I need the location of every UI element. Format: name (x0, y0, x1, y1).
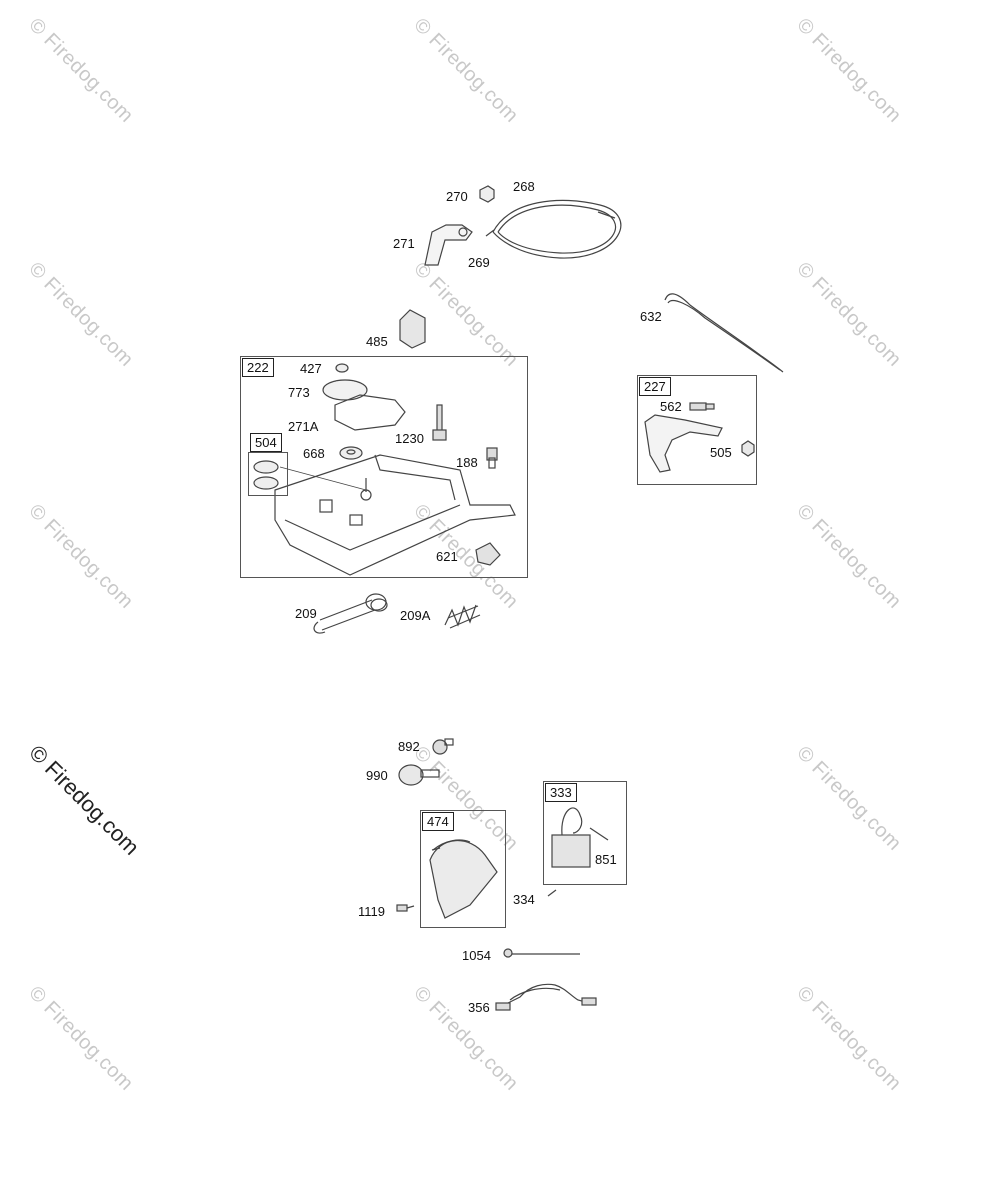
callout-1230: 1230 (395, 431, 424, 446)
nut-427-drawing (335, 363, 349, 373)
kit-227-frame (637, 375, 757, 485)
callout-209: 209 (295, 606, 317, 621)
callout-632: 632 (640, 309, 662, 324)
base-plate-drawing (274, 454, 516, 576)
screw-1119-drawing (396, 904, 408, 912)
callout-269: 269 (468, 255, 490, 270)
washer-668-drawing (339, 446, 363, 460)
callout-271A: 271A (288, 419, 319, 434)
kit-222-frame (240, 356, 528, 578)
module-333-drawing (551, 834, 591, 868)
callout-892: 892 (398, 739, 420, 754)
callout-188: 188 (456, 455, 478, 470)
callout-773: 773 (288, 385, 310, 400)
kit-tag-227: 227 (639, 377, 671, 396)
kit-333-frame (543, 781, 627, 885)
switch-892-drawing (432, 739, 448, 755)
spring-209-drawing (313, 599, 376, 634)
callout-485: 485 (366, 334, 388, 349)
kit-tag-474: 474 (422, 812, 454, 831)
bracket-227-drawing (644, 414, 723, 473)
screw-334-drawing (547, 889, 557, 897)
clip-621-drawing (475, 542, 501, 566)
tie-1054-drawing (503, 948, 513, 958)
callout-334: 334 (513, 892, 535, 907)
callout-621: 621 (436, 549, 458, 564)
callout-271: 271 (393, 236, 415, 251)
washer-504-drawing (253, 460, 279, 474)
callout-990: 990 (366, 768, 388, 783)
callout-356: 356 (468, 1000, 490, 1015)
cable-268-drawing (492, 199, 622, 259)
block-485-drawing (399, 309, 426, 349)
callout-268: 268 (513, 179, 535, 194)
callout-851: 851 (595, 852, 617, 867)
key-990-drawing (398, 764, 424, 786)
pin-269-drawing (485, 229, 495, 237)
callout-427: 427 (300, 361, 322, 376)
callout-209A: 209A (400, 608, 431, 623)
lever-271-drawing (424, 224, 473, 266)
callout-668: 668 (303, 446, 325, 461)
nut-270-drawing (479, 185, 495, 203)
callout-270: 270 (446, 189, 468, 204)
kit-tag-504: 504 (250, 433, 282, 452)
nut-505-drawing (741, 440, 755, 457)
spring-209A-drawing (444, 604, 477, 627)
callout-505: 505 (710, 445, 732, 460)
kit-474-frame (420, 810, 506, 928)
bolt-188-drawing (486, 447, 498, 461)
plate-773-drawing (322, 379, 368, 401)
kit-tag-222: 222 (242, 358, 274, 377)
callout-562: 562 (660, 399, 682, 414)
callout-1119: 1119 (358, 904, 385, 919)
kit-504-frame (248, 452, 288, 496)
kit-tag-333: 333 (545, 783, 577, 802)
callout-1054: 1054 (462, 948, 491, 963)
